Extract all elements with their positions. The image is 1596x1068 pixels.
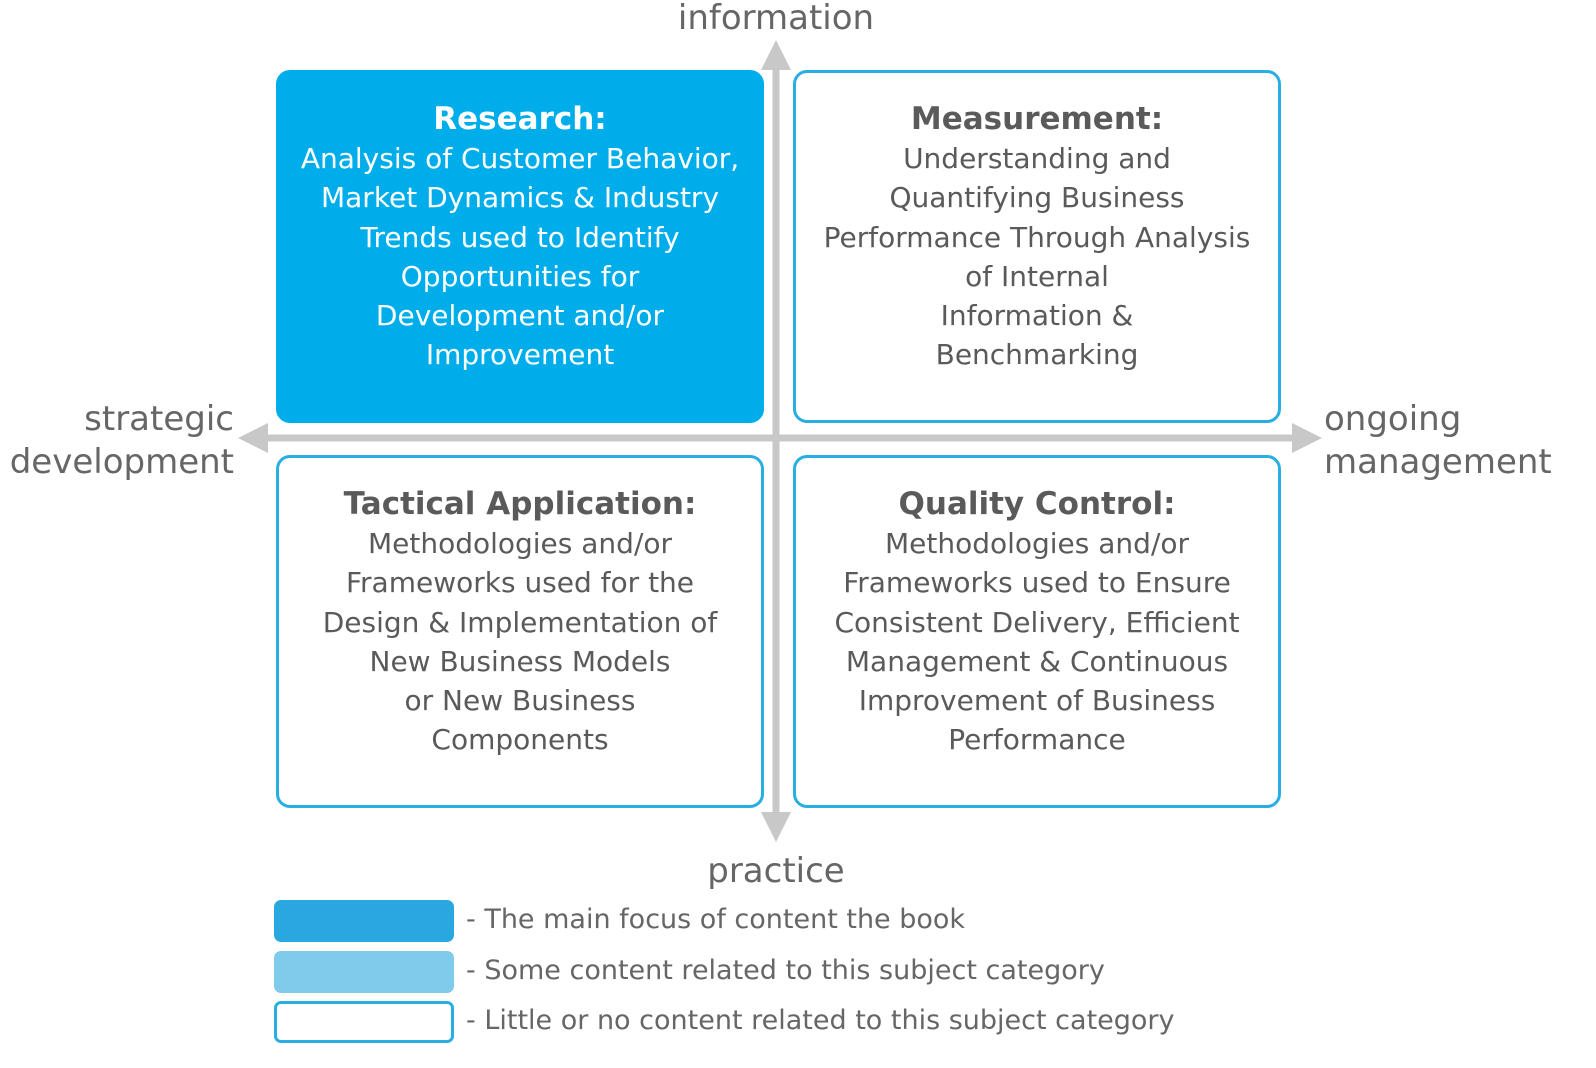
- legend-label: - Some content related to this subject c…: [466, 955, 1105, 986]
- axis-label-top: information: [677, 0, 875, 38]
- description-line: Methodologies and/or: [884, 527, 1190, 560]
- description-line: Market Dynamics & Industry: [320, 181, 720, 215]
- arrow-down-icon: [761, 812, 791, 842]
- description-line: New Business Models: [369, 644, 671, 678]
- description-line: Components: [431, 723, 609, 757]
- arrow-right-icon: [1292, 423, 1322, 453]
- legend-swatch: [274, 951, 454, 993]
- description-line: Consistent Delivery, Efficient: [834, 605, 1240, 639]
- description-line: Improvement of Business: [858, 684, 1216, 718]
- description-line: Management & Continuous: [845, 644, 1229, 678]
- description-line: Benchmarking: [935, 338, 1139, 372]
- quadrant-measurement: Measurement: Understanding and Quantifyi…: [793, 70, 1281, 423]
- description-line: Design & Implementation of: [322, 605, 718, 639]
- description-line: Development and/or: [375, 299, 665, 333]
- quadrant-research: Research: Analysis of Customer Behavior,…: [276, 70, 764, 423]
- description-line: Improvement: [425, 338, 615, 372]
- description-line: or New Business: [404, 684, 636, 718]
- quadrant-quality-control: Quality Control: Methodologies and/or Fr…: [793, 455, 1281, 808]
- description-line: of Internal: [965, 259, 1109, 293]
- description-line: Performance Through Analysis: [823, 220, 1251, 254]
- axis-label-right-line: ongoing: [1324, 399, 1462, 439]
- legend-label: - Little or no content related to this s…: [466, 1005, 1175, 1036]
- description-line: Frameworks used to Ensure: [843, 566, 1231, 600]
- quadrant-description: Methodologies and/or Frameworks used for…: [285, 524, 755, 760]
- description-line: Analysis of Customer Behavior,: [300, 142, 740, 175]
- axis-label-right-line: management: [1324, 442, 1552, 482]
- axis-label-left: strategic development: [10, 398, 234, 484]
- quadrant-title: Research:: [433, 101, 607, 137]
- quadrant-description: Understanding and Quantifying Business P…: [802, 139, 1272, 375]
- axis-label-bottom: practice: [707, 851, 845, 891]
- arrow-left-icon: [238, 423, 268, 453]
- arrow-up-icon: [761, 40, 791, 70]
- quadrant-tactical-application: Tactical Application: Methodologies and/…: [276, 455, 764, 808]
- quadrant-description: Analysis of Customer Behavior, Market Dy…: [285, 139, 755, 375]
- quadrant-title: Quality Control:: [898, 486, 1176, 522]
- description-line: Information &: [940, 299, 1134, 333]
- quadrant-description: Methodologies and/or Frameworks used to …: [802, 524, 1272, 760]
- quadrant-title: Tactical Application:: [343, 486, 697, 522]
- description-line: Trends used to Identify: [360, 220, 680, 254]
- description-line: Frameworks used for the: [345, 566, 695, 600]
- axis-label-left-line: development: [9, 442, 234, 482]
- description-line: Quantifying Business: [889, 181, 1185, 215]
- description-line: Understanding and: [903, 142, 1171, 175]
- description-line: Methodologies and/or: [367, 527, 673, 560]
- legend-swatch: [274, 900, 454, 942]
- axis-label-left-line: strategic: [84, 399, 234, 439]
- legend-label: - The main focus of content the book: [466, 904, 966, 935]
- description-line: Opportunities for: [400, 259, 640, 293]
- legend-swatch: [274, 1001, 454, 1043]
- description-line: Performance: [948, 723, 1126, 757]
- quadrant-title: Measurement:: [910, 101, 1164, 137]
- axis-label-right: ongoing management: [1324, 398, 1552, 484]
